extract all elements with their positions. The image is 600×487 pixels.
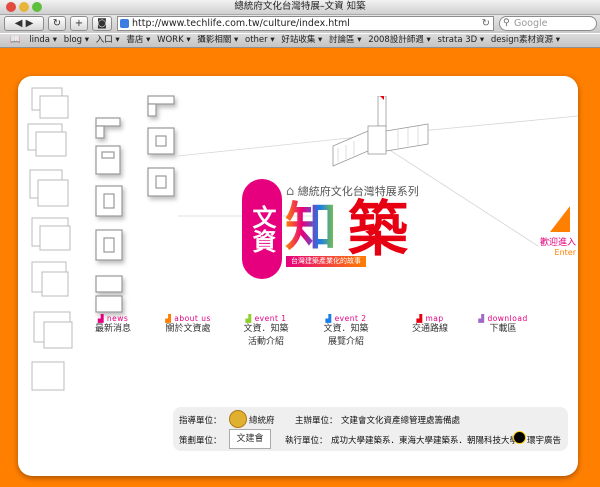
presidential-building-sketch xyxy=(332,96,429,167)
menu-news-zh: 最新消息 xyxy=(94,324,131,334)
badge-text: 文資 xyxy=(248,205,276,253)
main-title-zhu: 築 xyxy=(348,198,408,262)
menu-download[interactable]: ▟ download 下載區 xyxy=(463,314,543,336)
forward-icon[interactable]: ▶ xyxy=(25,18,34,29)
menu-event-1-zh2: 活動介紹 xyxy=(247,337,284,347)
series-title: ⌂ 總統府文化台灣特展系列 xyxy=(286,183,419,199)
enter-zh: 歡迎進入 xyxy=(539,238,576,248)
menu-event-1[interactable]: ▟ event 1 文資．知築 活動介紹 xyxy=(226,314,306,349)
close-window-button[interactable] xyxy=(6,2,16,12)
bookmark-design-resources[interactable]: design素材資源 ▾ xyxy=(490,35,561,45)
exec-label: 執行單位： xyxy=(285,436,328,446)
bookmark-work[interactable]: WORK ▾ xyxy=(157,35,191,45)
add-bookmark-button[interactable]: + xyxy=(70,16,88,31)
menu-map-en: map xyxy=(425,314,444,323)
browser-toolbar: ◀ ▶ ↻ + ◙ http://www.techlife.com.tw/cul… xyxy=(0,15,600,33)
main-title-zhi-text: 知 xyxy=(285,198,338,258)
menu-about-us-zh: 關於文資處 xyxy=(165,324,211,334)
bookmark-linda[interactable]: linda ▾ xyxy=(29,35,57,45)
main-panel: ⌂ 總統府文化台灣特展系列 文資 知 築 台灣建築產業化的故事 歡迎進入 Ent… xyxy=(18,76,578,476)
guide-label: 指導單位： xyxy=(179,416,222,426)
enter-en: Enter xyxy=(554,248,576,257)
guide-org: 總統府 xyxy=(249,416,275,426)
menu-event-2-en: event 2 xyxy=(334,314,367,323)
series-title-text: 總統府文化台灣特展系列 xyxy=(297,185,419,198)
news-icon: ▟ xyxy=(97,314,104,323)
event-1-icon: ▟ xyxy=(245,314,252,323)
plan-label: 策劃單位： xyxy=(179,436,222,446)
menu-event-1-en: event 1 xyxy=(254,314,287,323)
menu-news-en: news xyxy=(106,314,129,323)
search-field[interactable]: ⚲ Google xyxy=(499,16,597,31)
menu-download-zh: 下載區 xyxy=(489,324,517,334)
host-label: 主辦單位： xyxy=(295,416,338,426)
menu-event-2-zh2: 展覽介紹 xyxy=(327,337,364,347)
menu-map-zh: 交通路線 xyxy=(411,324,448,334)
site-icon xyxy=(120,19,129,28)
subtitle-bar: 台灣建築產業化的故事 xyxy=(286,256,366,267)
menu-about-us[interactable]: ▟ about us 關於文資處 xyxy=(148,314,228,336)
exec-org: 成功大學建築系．東海大學建築系．朝陽科技大學 xyxy=(331,436,519,446)
menu-news[interactable]: ▟ news 最新消息 xyxy=(73,314,153,336)
bookmark-bookstore[interactable]: 書店 ▾ xyxy=(126,35,151,45)
exec-extra: 環宇廣告 xyxy=(527,436,562,446)
footer-credits: 指導單位： 總統府 主辦單位： 文建會文化資產總管理處籌備處 策劃單位： 文建會… xyxy=(173,407,568,451)
subtitle-text: 台灣建築產業化的故事 xyxy=(291,257,361,265)
menu-map[interactable]: ▟ map 交通路線 xyxy=(390,314,470,336)
menu-event-2-zh: 文資．知築 xyxy=(323,324,369,334)
map-icon: ▟ xyxy=(416,314,423,323)
url-text: http://www.techlife.com.tw/culture/index… xyxy=(132,18,350,29)
bookmark-strata[interactable]: strata 3D ▾ xyxy=(437,35,485,45)
presidential-seal-icon xyxy=(229,410,247,428)
huanyu-logo-icon xyxy=(513,431,526,444)
search-icon: ⚲ xyxy=(503,18,510,28)
event-2-icon: ▟ xyxy=(325,314,332,323)
address-bar[interactable]: http://www.techlife.com.tw/culture/index… xyxy=(117,16,494,31)
reload-button[interactable]: ↻ xyxy=(48,16,66,31)
main-title-zhi: 知 xyxy=(285,198,337,258)
left-block-illustration xyxy=(27,87,175,391)
plus-icon: + xyxy=(74,18,84,29)
enter-link[interactable]: 歡迎進入 Enter xyxy=(506,206,576,257)
bookmark-good-sites[interactable]: 好站收集 ▾ xyxy=(281,35,323,45)
bookmark-other[interactable]: other ▾ xyxy=(245,35,275,45)
back-forward-button[interactable]: ◀ ▶ xyxy=(4,16,44,31)
bookmark-photography[interactable]: 攝影相關 ▾ xyxy=(197,35,239,45)
series-seal-icon: ⌂ xyxy=(286,184,295,199)
menu-download-en: download xyxy=(487,314,528,323)
zoom-window-button[interactable] xyxy=(32,2,42,12)
reload-icon: ↻ xyxy=(52,18,62,29)
menu-event-2[interactable]: ▟ event 2 文資．知築 展覽介紹 xyxy=(306,314,386,349)
window-title: 總統府文化台灣特展–文資 知築 xyxy=(234,1,366,12)
address-refresh-icon[interactable]: ↻ xyxy=(481,18,490,29)
back-icon[interactable]: ◀ xyxy=(14,18,23,29)
bookmark-design-week[interactable]: 2008設計師週 ▾ xyxy=(368,35,431,45)
snapback-button[interactable]: ◙ xyxy=(92,16,112,31)
minimize-window-button[interactable] xyxy=(19,2,29,12)
menu-about-us-en: about us xyxy=(174,314,211,323)
download-icon: ▟ xyxy=(478,314,485,323)
camera-icon: ◙ xyxy=(97,18,107,29)
search-placeholder: Google xyxy=(514,18,548,29)
host-org: 文建會文化資產總管理處籌備處 xyxy=(341,416,461,426)
wenzi-badge: 文資 xyxy=(242,179,282,279)
web-content: ⌂ 總統府文化台灣特展系列 文資 知 築 台灣建築產業化的故事 歡迎進入 Ent… xyxy=(0,48,600,487)
enter-arrow-icon xyxy=(550,206,570,232)
bookmark-forums[interactable]: 討論區 ▾ xyxy=(329,35,362,45)
window-title-bar: 總統府文化台灣特展–文資 知築 xyxy=(0,0,600,15)
main-title-zhu-text: 築 xyxy=(348,195,408,265)
plan-org: 文建會 xyxy=(236,434,264,444)
bookmarks-book-icon[interactable]: 📖 xyxy=(10,35,21,45)
about-us-icon: ▟ xyxy=(165,314,172,323)
wenjianhui-logo: 文建會 xyxy=(229,429,271,449)
menu-event-1-zh: 文資．知築 xyxy=(243,324,289,334)
bookmark-portal[interactable]: 入口 ▾ xyxy=(95,35,120,45)
bookmarks-bar: 📖 linda ▾ blog ▾ 入口 ▾ 書店 ▾ WORK ▾ 攝影相關 ▾… xyxy=(0,34,600,48)
bookmark-blog[interactable]: blog ▾ xyxy=(63,35,90,45)
